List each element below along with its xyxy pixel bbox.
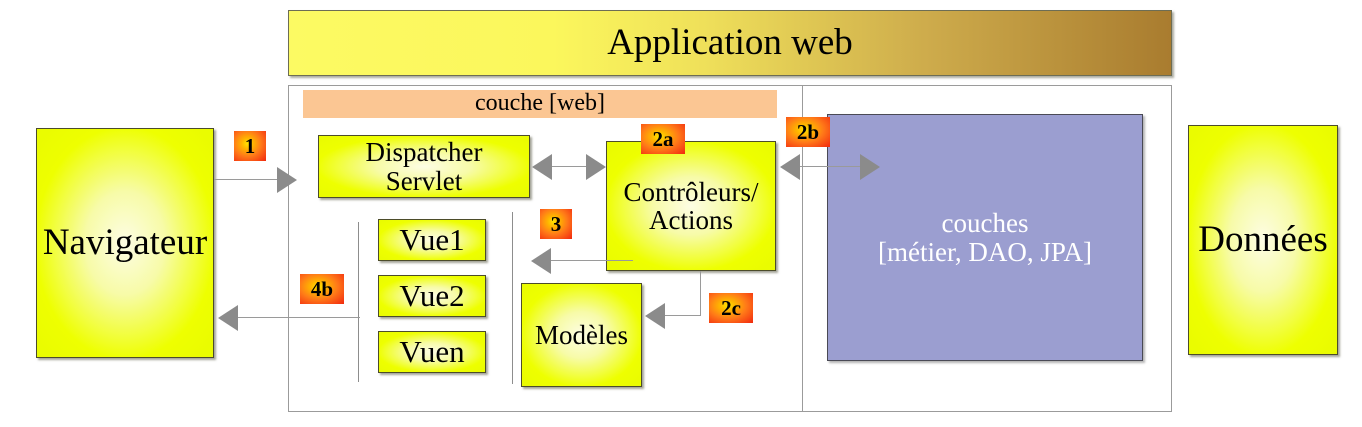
step-badge-1: 1 (234, 131, 266, 161)
dispatcher-servlet-box: Dispatcher Servlet (318, 135, 530, 198)
application-container-frame (288, 85, 1172, 412)
arrowhead-controllers-to-models (645, 303, 665, 329)
arrowhead-views-to-browser (218, 305, 238, 331)
connector-controllers-to-views (551, 260, 633, 261)
business-layers-label-line2: [métier, DAO, JPA] (878, 236, 1092, 267)
business-layers-label-line1: couches (941, 208, 1029, 239)
models-box: Modèles (521, 283, 642, 387)
connector-dispatcher-controllers (551, 166, 589, 167)
connector-views-to-browser (238, 317, 360, 318)
data-store-box: Données (1188, 125, 1338, 355)
data-store-label: Données (1198, 218, 1328, 260)
step-badge-2b-label: 2b (796, 119, 820, 144)
dispatcher-servlet-label-line2: Servlet (385, 165, 463, 196)
step-badge-4b: 4b (300, 274, 344, 304)
dispatcher-servlet-label-line1: Dispatcher (365, 137, 483, 168)
view-box-3: Vuen (378, 331, 486, 373)
step-badge-3-label: 3 (550, 211, 562, 236)
controllers-actions-label-line1: Contrôleurs/ (623, 176, 759, 207)
arrowhead-controllers-to-views (531, 248, 551, 274)
connector-controllers-layers (800, 166, 878, 167)
step-badge-1-label: 1 (244, 133, 256, 158)
browser-label: Navigateur (42, 221, 208, 263)
arrowhead-controllers-to-dispatcher (532, 154, 552, 180)
step-badge-2b: 2b (786, 117, 830, 147)
arrowhead-dispatcher-to-controllers (586, 154, 606, 180)
view-box-1: Vue1 (378, 219, 486, 261)
connector-controllers-to-models-horizontal (665, 315, 701, 316)
connector-browser-to-dispatcher (214, 179, 277, 180)
step-badge-2c-label: 2c (721, 295, 741, 320)
application-web-title: Application web (607, 21, 853, 63)
couche-web-banner: couche [web] (303, 90, 777, 118)
layer-divider (802, 85, 803, 412)
browser-box: Navigateur (36, 128, 214, 358)
views-right-rule (512, 212, 513, 384)
controllers-actions-label-line2: Actions (649, 205, 733, 235)
arrowhead-layers-to-controllers (780, 154, 800, 180)
views-left-rule (358, 222, 359, 382)
controllers-actions-box: Contrôleurs/ Actions (606, 141, 776, 271)
arrowhead-browser-to-dispatcher (277, 167, 297, 193)
models-label: Modèles (535, 319, 628, 350)
step-badge-2a-label: 2a (652, 126, 674, 151)
view-label-2: Vue2 (399, 277, 465, 313)
step-badge-3: 3 (540, 209, 572, 239)
business-layers-box: couches [métier, DAO, JPA] (827, 114, 1143, 361)
couche-web-label: couche [web] (475, 90, 605, 117)
step-badge-2a: 2a (641, 124, 685, 154)
arrowhead-controllers-to-layers (860, 154, 880, 180)
connector-controllers-to-models-vertical (700, 271, 701, 315)
view-box-2: Vue2 (378, 275, 486, 317)
step-badge-2c: 2c (709, 293, 753, 323)
application-web-title-bar: Application web (288, 10, 1172, 76)
step-badge-4b-label: 4b (310, 276, 334, 301)
view-label-3: Vuen (399, 333, 465, 369)
view-label-1: Vue1 (399, 221, 465, 257)
